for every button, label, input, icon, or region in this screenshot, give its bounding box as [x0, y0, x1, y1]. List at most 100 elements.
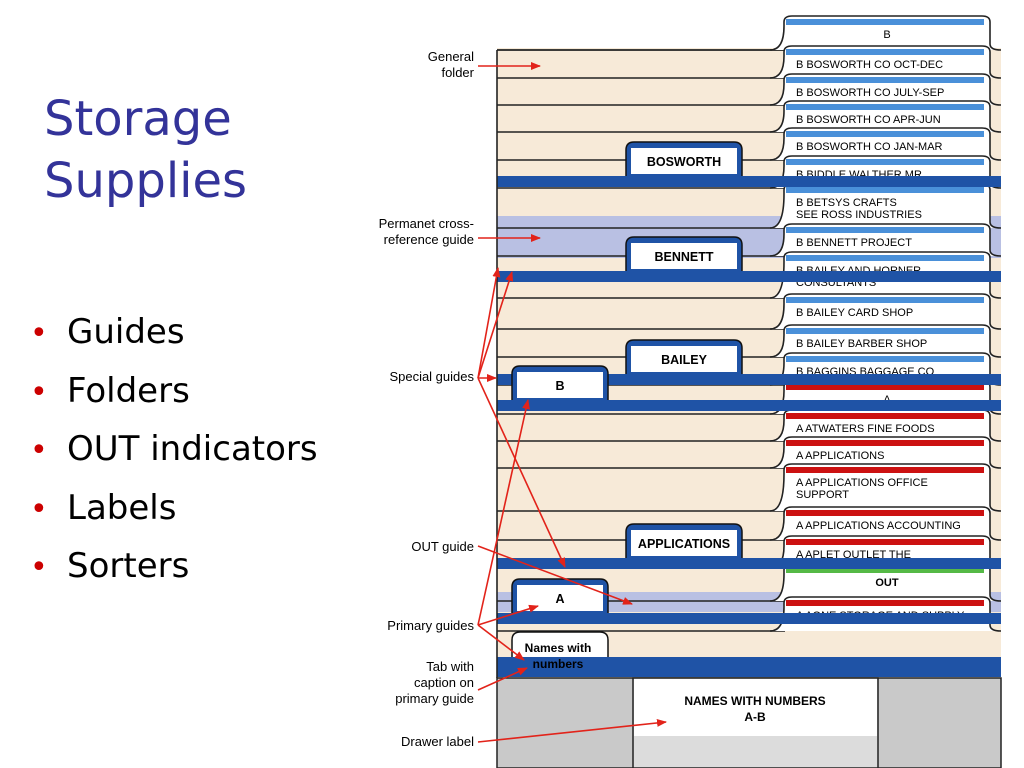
- callout-drawer-label: Drawer label: [401, 734, 474, 749]
- bullet-text: Folders: [67, 370, 190, 411]
- folder-tab-label: A ATWATERS FINE FOODS: [796, 423, 935, 435]
- folder-tab-outline: [769, 463, 1002, 512]
- bullet-text: OUT indicators: [67, 429, 318, 469]
- folder-tab-1: B BOSWORTH CO OCT-DEC: [769, 45, 1002, 79]
- bullet-list: •Guides •Folders •OUT indicators •Labels…: [30, 304, 318, 597]
- callout-arrow: [477, 624, 525, 661]
- guide-tab-label-box: [631, 530, 737, 556]
- guide-tab-label: APPLICATIONS: [638, 537, 730, 551]
- folder-tab-label: A APPLICATIONS ACCOUNTING: [796, 520, 961, 532]
- callout-out-guide: OUT guide: [411, 539, 474, 554]
- guide-a: A: [497, 578, 1001, 624]
- callout-primary-guides: Primary guides: [387, 618, 474, 633]
- folder-tab-label: B BOSWORTH CO APR-JUN: [796, 114, 941, 126]
- folder-tab-color-strip: [786, 187, 984, 193]
- guide-bar: [497, 176, 1001, 187]
- callout-cross-reference: reference guide: [384, 232, 474, 247]
- guide-tab-label: numbers: [533, 657, 584, 671]
- folder-tab-label: A APPLICATIONS OFFICE: [796, 477, 928, 489]
- folder-tab-label: B BETSYS CRAFTS: [796, 197, 897, 209]
- guide-applications: APPLICATIONS: [497, 523, 1001, 569]
- callout-tab-caption: caption on: [414, 675, 474, 690]
- guide-tab-label: A: [555, 592, 564, 606]
- folder-tab-6: B BETSYS CRAFTS SEE ROSS INDUSTRIES: [769, 183, 1002, 229]
- bullet-dot-icon: •: [30, 374, 48, 410]
- guide-names-with-numbers: Names with numbers: [497, 631, 1001, 677]
- guide-tab-label-box: [631, 346, 737, 372]
- bullet-item: • Folders: [30, 363, 318, 422]
- callout-general-folder: General: [428, 49, 474, 64]
- folder-tab-3: B BOSWORTH CO APR-JUN: [769, 100, 1002, 133]
- bullet-item: • Guides: [30, 304, 318, 363]
- guide-b: B: [497, 365, 1001, 411]
- guide-bar: [497, 558, 1001, 569]
- folder-tab-color-strip: [786, 19, 984, 25]
- bullet-item: •Labels: [30, 480, 318, 539]
- folder-tab-color-strip: [786, 328, 984, 334]
- bullet-text: Guides: [67, 312, 185, 352]
- slide-title-line-1: Storage: [44, 91, 232, 147]
- folder-tab-color-strip: [786, 297, 984, 303]
- drawer-label-line-1: NAMES WITH NUMBERS: [684, 694, 825, 708]
- folder-tab-label: B BAILEY CARD SHOP: [796, 307, 913, 319]
- slide-title-line-2: Supplies: [44, 153, 248, 209]
- guide-tab-label: Names with: [525, 641, 592, 655]
- folder-tab-color-strip: [786, 104, 984, 110]
- guide-tab-label-box: [517, 372, 603, 398]
- folder-tab-color-strip: [786, 440, 984, 446]
- guide-tab-label-box: [631, 243, 737, 269]
- callout-arrow: [477, 271, 514, 379]
- callout-arrow: [477, 267, 501, 379]
- folder-tab-color-strip: [786, 255, 984, 261]
- callout-arrow: [477, 399, 530, 626]
- folder-tab-color-strip: [786, 227, 984, 233]
- folder-tab-label: OUT: [875, 577, 899, 589]
- bullet-text: Labels: [67, 487, 177, 528]
- folder-tab-color-strip: [786, 510, 984, 516]
- folder-tab-label: SUPPORT: [796, 489, 849, 501]
- folder-tab-color-strip: [786, 467, 984, 473]
- bullet-text: Sorters: [67, 546, 190, 586]
- guide-bailey: BAILEY: [497, 339, 1001, 385]
- bullet-dot-icon: •: [30, 550, 48, 585]
- guide-tab-label: BAILEY: [661, 353, 708, 367]
- folder-tab-color-strip: [786, 77, 984, 83]
- folder-tab-label: B BOSWORTH CO OCT-DEC: [796, 59, 943, 71]
- guide-bar: [497, 657, 1001, 677]
- bullet-item: • OUT indicators: [30, 421, 318, 480]
- guide-bar: [497, 613, 1001, 624]
- folder-tab-label: B: [883, 29, 890, 41]
- guide-bar: [497, 271, 1001, 282]
- folder-tab-color-strip: [786, 567, 984, 573]
- guide-tab-label-box: [631, 148, 737, 174]
- guide-tab-label: B: [555, 379, 564, 393]
- guide-bar: [497, 400, 1001, 411]
- folder-tab-color-strip: [786, 356, 984, 362]
- folder-tab-label: SEE ROSS INDUSTRIES: [796, 209, 922, 221]
- callout-tab-caption: primary guide: [395, 691, 474, 706]
- callout-tab-caption: Tab with: [426, 659, 474, 674]
- callout-arrow: [477, 667, 528, 691]
- folder-tab-color-strip: [786, 384, 984, 390]
- folder-tab-16: A APPLICATIONS ACCOUNTING: [769, 506, 1002, 541]
- guide-tab: [511, 631, 609, 657]
- callout-cross-reference: Permanet cross-: [379, 216, 474, 231]
- slide-title: Storage Supplies: [44, 88, 247, 212]
- folder-tab-0: B: [769, 15, 1002, 51]
- callout-arrow: [477, 545, 633, 605]
- bullet-item: • Sorters: [30, 538, 318, 597]
- drawer-label-card: [634, 679, 877, 736]
- bullet-dot-icon: •: [30, 433, 48, 468]
- folder-tab-7: B BENNETT PROJECT: [769, 223, 1002, 257]
- folder-tab-color-strip: [786, 600, 984, 606]
- drawer-label-line-2: A-B: [744, 710, 766, 724]
- folder-tab-color-strip: [786, 539, 984, 545]
- folder-tab-color-strip: [786, 413, 984, 419]
- folder-tab-10: B BAILEY BARBER SHOP: [769, 324, 1002, 358]
- folder-tab-color-strip: [786, 131, 984, 137]
- guide-bosworth: BOSWORTH: [497, 141, 1001, 187]
- bullet-dot-icon: •: [30, 316, 48, 351]
- folder-tab-label: B BENNETT PROJECT: [796, 237, 912, 249]
- folder-tab-18: OUT: [769, 563, 1002, 602]
